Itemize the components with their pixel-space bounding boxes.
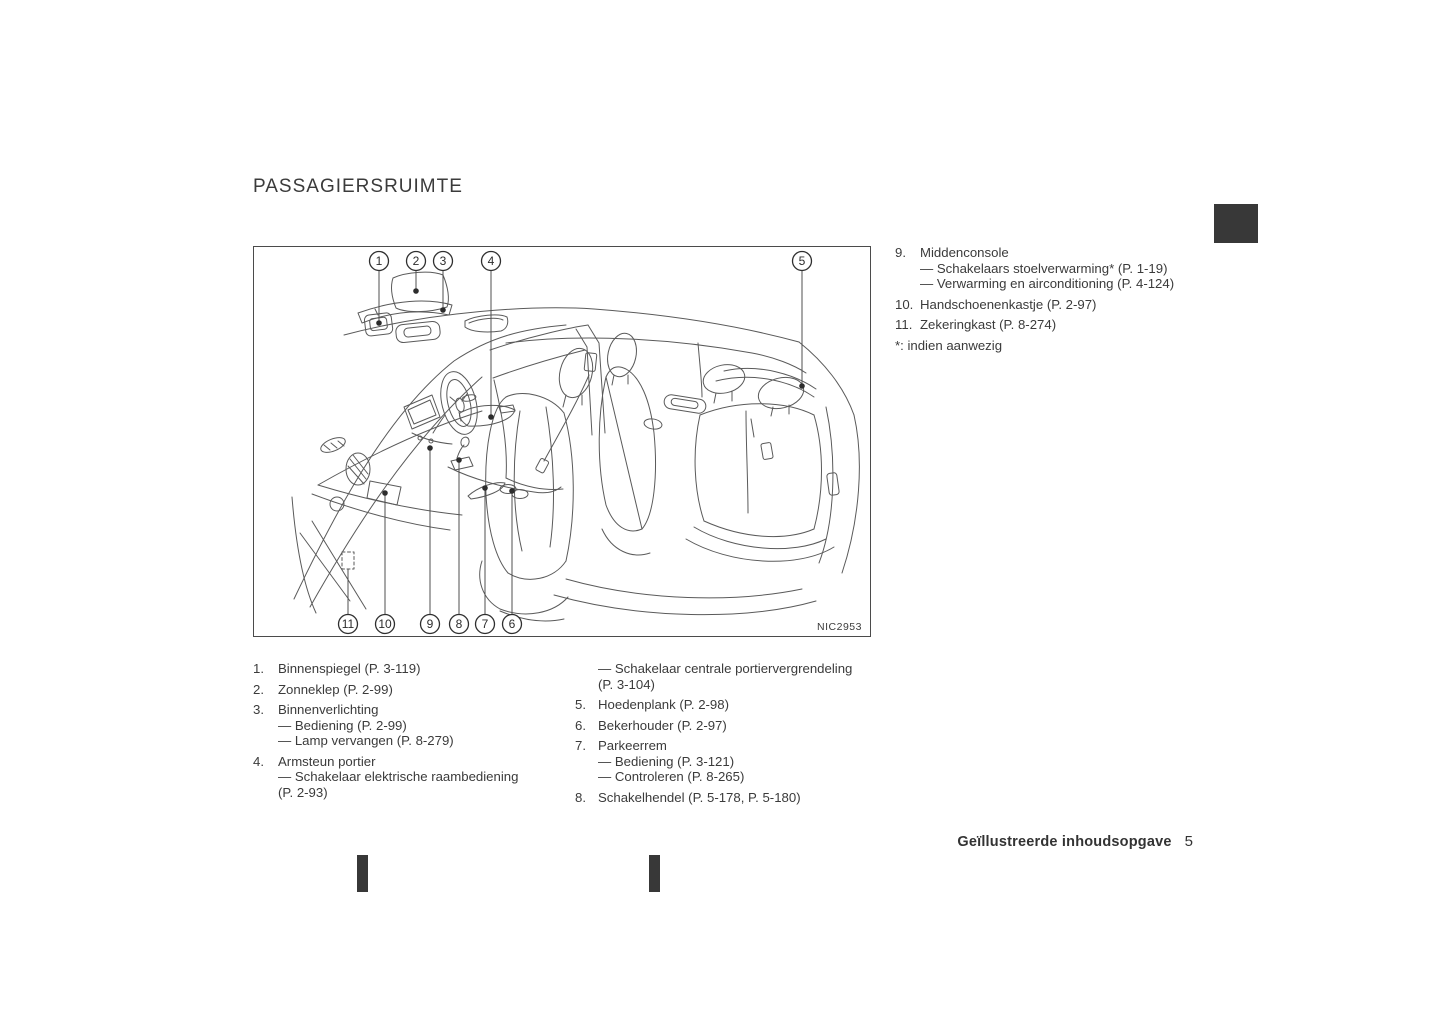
svg-text:11: 11: [342, 617, 355, 631]
svg-text:4: 4: [488, 254, 495, 268]
legend-item-9: 9. Middenconsole — Schakelaars stoelverw…: [895, 245, 1174, 292]
legend-item-3: 3. Binnenverlichting — Bediening (P. 2-9…: [253, 702, 518, 749]
figure-code: NIC2953: [817, 621, 862, 633]
svg-text:1: 1: [376, 254, 383, 268]
legend-item-10: 10. Handschoenenkastje (P. 2-97): [895, 297, 1174, 313]
svg-text:3: 3: [440, 254, 447, 268]
legend-line: Hoedenplank (P. 2-98): [598, 697, 729, 712]
legend-line: — Controleren (P. 8-265): [598, 769, 745, 784]
legend-item-7: 7. Parkeerrem — Bediening (P. 3-121) — C…: [575, 738, 852, 785]
legend-line: — Schakelaar elektrische raambediening: [278, 769, 519, 784]
callout-5: 5: [791, 250, 813, 272]
legend-line: Schakelhendel (P. 5-178, P. 5-180): [598, 789, 801, 805]
legend-item-2: 2. Zonneklep (P. 2-99): [253, 682, 518, 698]
page-footer: Geïllustreerde inhoudsopgave 5: [957, 833, 1193, 850]
footer-page-number: 5: [1184, 833, 1193, 850]
legend-item-number: 1.: [253, 661, 264, 676]
legend-item-6: 6. Bekerhouder (P. 2-97): [575, 718, 852, 734]
callout-1: 1: [368, 250, 390, 272]
callout-8: 8: [448, 613, 470, 635]
callout-4: 4: [480, 250, 502, 272]
callout-7: 7: [474, 613, 496, 635]
svg-text:2: 2: [413, 254, 420, 268]
legend-item-1: 1. Binnenspiegel (P. 3-119): [253, 661, 518, 677]
legend-item-number: [575, 661, 598, 692]
callout-6: 6: [501, 613, 523, 635]
legend-item-4: 4. Armsteun portier — Schakelaar elektri…: [253, 754, 518, 801]
section-tab-marker: [1214, 204, 1258, 243]
legend-column-middle: — Schakelaar centrale portiervergrendeli…: [575, 661, 852, 810]
callout-9: 9: [419, 613, 441, 635]
legend-item-number: 3.: [253, 702, 264, 717]
legend-line: Middenconsole: [920, 245, 1009, 260]
legend-line: — Schakelaars stoelverwarming* (P. 1-19): [920, 260, 1168, 276]
legend-item-number: 8.: [575, 789, 586, 805]
footer-section-title: Geïllustreerde inhoudsopgave: [957, 834, 1172, 850]
legend-item-number: 6.: [575, 717, 586, 733]
legend-item-number: 5.: [575, 697, 586, 712]
legend-footnote: *: indien aanwezig: [895, 337, 1003, 353]
svg-text:9: 9: [427, 617, 434, 631]
legend-item-number: 2.: [253, 681, 264, 697]
legend-line: — Verwarming en airconditioning (P. 4-12…: [920, 276, 1175, 291]
callout-10: 10: [374, 613, 396, 635]
legend-item-5: 5. Hoedenplank (P. 2-98): [575, 697, 852, 713]
binding-mark: [649, 855, 660, 892]
legend-item-11: 11. Zekeringkast (P. 8-274): [895, 317, 1174, 333]
svg-text:10: 10: [378, 617, 392, 631]
car-interior-line-art: [291, 271, 860, 622]
legend-line: Bekerhouder (P. 2-97): [598, 717, 727, 733]
legend-line: Parkeerrem: [598, 738, 667, 753]
legend-item-4-continued: — Schakelaar centrale portiervergrendeli…: [575, 661, 852, 692]
legend-line: Zonneklep (P. 2-99): [278, 681, 393, 697]
legend-line: — Lamp vervangen (P. 8-279): [278, 733, 454, 748]
legend-line: — Schakelaar centrale portiervergrendeli…: [598, 661, 853, 676]
legend-item-number: 7.: [575, 738, 586, 753]
car-interior-illustration: 1 2 3 4 5 11 10 9 8: [291, 250, 862, 635]
svg-text:8: 8: [456, 617, 463, 631]
callout-leader-lines: [347, 270, 805, 615]
binding-mark: [357, 855, 368, 892]
legend-line: Binnenspiegel (P. 3-119): [278, 661, 421, 676]
legend-line: Binnenverlichting: [278, 702, 379, 717]
passenger-compartment-diagram: 1 2 3 4 5 11 10 9 8: [253, 246, 871, 637]
svg-text:6: 6: [509, 617, 516, 631]
legend-line: — Bediening (P. 2-99): [278, 717, 407, 733]
page-title: PASSAGIERSRUIMTE: [253, 176, 463, 197]
svg-text:5: 5: [799, 254, 806, 268]
legend-line: (P. 3-104): [598, 676, 655, 692]
legend-item-8: 8. Schakelhendel (P. 5-178, P. 5-180): [575, 790, 852, 806]
callout-11: 11: [337, 613, 359, 635]
legend-line: Zekeringkast (P. 8-274): [920, 317, 1057, 332]
legend-line: — Bediening (P. 3-121): [598, 753, 735, 769]
legend-line: Handschoenenkastje (P. 2-97): [920, 296, 1097, 312]
legend-item-number: 4.: [253, 753, 264, 769]
legend-item-number: 10.: [895, 296, 914, 312]
legend-line: Armsteun portier: [278, 753, 376, 769]
legend-item-number: 9.: [895, 245, 906, 260]
callout-3: 3: [432, 250, 454, 272]
legend-line: (P. 2-93): [278, 784, 328, 800]
callout-2: 2: [405, 250, 427, 272]
legend-column-right: 9. Middenconsole — Schakelaars stoelverw…: [895, 245, 1174, 353]
svg-text:7: 7: [482, 617, 489, 631]
legend-column-left: 1. Binnenspiegel (P. 3-119) 2. Zonneklep…: [253, 661, 518, 805]
legend-item-number: 11.: [895, 317, 913, 332]
